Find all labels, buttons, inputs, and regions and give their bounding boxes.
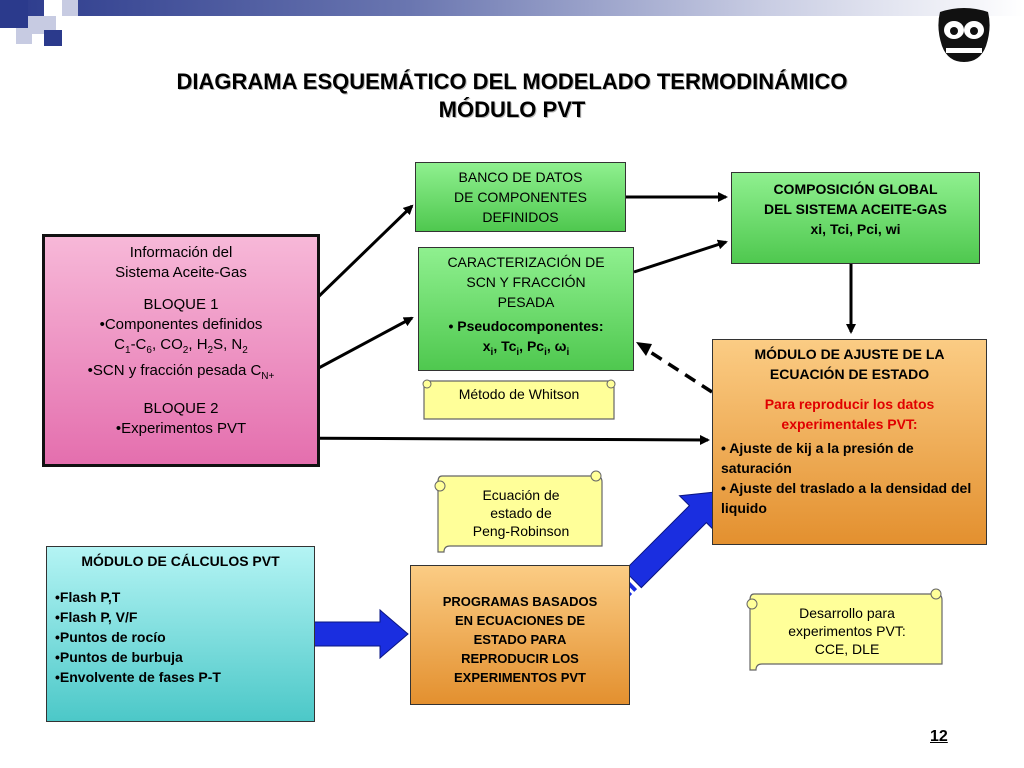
caract-line-1: CARACTERIZACIÓN DE: [447, 254, 605, 270]
ajuste-red-line-1: Para reproducir los datos: [764, 396, 935, 412]
banco-datos-box: BANCO DE DATOS DE COMPONENTES DEFINIDOS: [415, 162, 626, 232]
header-decoration: [0, 0, 1024, 48]
calculos-item-flash-pvf: •Flash P, V/F: [55, 609, 138, 625]
ecuacion-line-1: Ecuación de: [482, 487, 560, 503]
banco-line-1: BANCO DE DATOS: [458, 169, 583, 185]
whitson-label: Método de Whitson: [458, 386, 580, 402]
page-number: 12: [930, 728, 948, 745]
composicion-line-1: COMPOSICIÓN GLOBAL: [773, 181, 938, 197]
dashed-link-ajuste-caracterizacion: [643, 346, 713, 394]
scroll-shape-ecuacion: [434, 470, 603, 553]
info-item-componentes: •Componentes definidos: [99, 316, 263, 333]
calculos-item-burbuja: •Puntos de burbuja: [55, 649, 183, 665]
caract-line-5: xi, Tci, Pci, ωi: [482, 338, 570, 358]
info-item-scn: •SCN y fracción pesada CN+: [87, 362, 275, 382]
dashed-arrowhead: [636, 342, 652, 356]
banco-line-2: DE COMPONENTES: [453, 189, 587, 205]
calculos-pvt-box: MÓDULO DE CÁLCULOS PVT •Flash P,T •Flash…: [46, 546, 315, 722]
programas-line-3: ESTADO PARA: [473, 632, 567, 647]
info-line-1: Información del: [129, 244, 233, 261]
banco-line-3: DEFINIDOS: [482, 209, 559, 225]
info-item-formulas: C1-C6, CO2, H2S, N2: [114, 336, 248, 356]
desarrollo-line-3: CCE, DLE: [814, 641, 880, 657]
ajuste-line-1: MÓDULO DE AJUSTE DE LA: [754, 346, 945, 362]
desarrollo-line-2: experimentos PVT:: [788, 623, 906, 639]
caracterizacion-box: CARACTERIZACIÓN DE SCN Y FRACCIÓN PESADA…: [418, 247, 634, 371]
title-line-2: MÓDULO PVT: [438, 97, 586, 122]
ecuacion-line-3: Peng-Robinson: [472, 523, 570, 539]
header-square: [28, 16, 56, 34]
info-line-2: Sistema Aceite-Gas: [115, 264, 247, 281]
programas-line-5: EXPERIMENTOS PVT: [454, 670, 586, 685]
composicion-line-3: xi, Tci, Pci, wi: [810, 221, 901, 237]
caract-line-2: SCN Y FRACCIÓN: [466, 274, 586, 290]
ecuacion-line-2: estado de: [490, 505, 552, 521]
programas-line-4: REPRODUCIR LOS: [461, 651, 579, 666]
title-line-1: DIAGRAMA ESQUEMÁTICO DEL MODELADO TERMOD…: [176, 69, 848, 94]
calculos-item-envolvente: •Envolvente de fases P-T: [55, 669, 221, 685]
programas-line-2: EN ECUACIONES DE: [454, 613, 586, 628]
owl-logo-icon: [938, 8, 990, 62]
programas-line-1: PROGRAMAS BASADOS: [442, 594, 598, 609]
header-square: [16, 28, 32, 44]
composicion-line-2: DEL SISTEMA ACEITE-GAS: [763, 201, 948, 217]
arrow-caracterizacion-to-composicion: [633, 239, 728, 274]
bloque-2-heading: BLOQUE 2: [143, 400, 219, 417]
calculos-item-flash-pt: •Flash P,T: [55, 589, 121, 605]
scroll-shape-whitson: [422, 379, 616, 420]
calculos-title: MÓDULO DE CÁLCULOS PVT: [81, 553, 280, 569]
info-item-experimentos: •Experimentos PVT: [115, 420, 247, 437]
header-square: [62, 0, 78, 16]
ajuste-ecuacion-box: MÓDULO DE AJUSTE DE LA ECUACIÓN DE ESTAD…: [712, 339, 987, 545]
header-square: [44, 30, 62, 46]
arrow-info-to-ajuste: [257, 434, 710, 445]
header-square: [0, 0, 28, 28]
composicion-global-box: COMPOSICIÓN GLOBAL DEL SISTEMA ACEITE-GA…: [731, 172, 980, 264]
informacion-sistema-box: Información del Sistema Aceite-Gas BLOQU…: [42, 234, 320, 467]
desarrollo-line-1: Desarrollo para: [799, 605, 895, 621]
ajuste-red-line-2: experimentales PVT:: [781, 416, 918, 432]
ajuste-point-kij: • Ajuste de kij a la presión de saturaci…: [721, 440, 914, 476]
desarrollo-text: Desarrollo para experimentos PVT: CCE, D…: [760, 604, 934, 658]
header-gradient-bar: [0, 0, 1024, 16]
caract-line-4: • Pseudocomponentes:: [448, 318, 604, 334]
header-square: [44, 0, 62, 16]
calculos-item-rocio: •Puntos de rocío: [55, 629, 166, 645]
bloque-1-heading: BLOQUE 1: [143, 296, 219, 313]
scroll-shape-desarrollo: [746, 588, 943, 671]
page-title: DIAGRAMA ESQUEMÁTICO DEL MODELADO TERMOD…: [0, 68, 1024, 124]
ecuacion-estado-text: Ecuación de estado de Peng-Robinson: [446, 486, 596, 540]
ajuste-line-2: ECUACIÓN DE ESTADO: [769, 366, 930, 382]
caract-line-3: PESADA: [497, 294, 555, 310]
ajuste-point-traslado: • Ajuste del traslado a la densidad del …: [721, 480, 972, 516]
programas-box: PROGRAMAS BASADOS EN ECUACIONES DE ESTAD…: [410, 565, 630, 705]
